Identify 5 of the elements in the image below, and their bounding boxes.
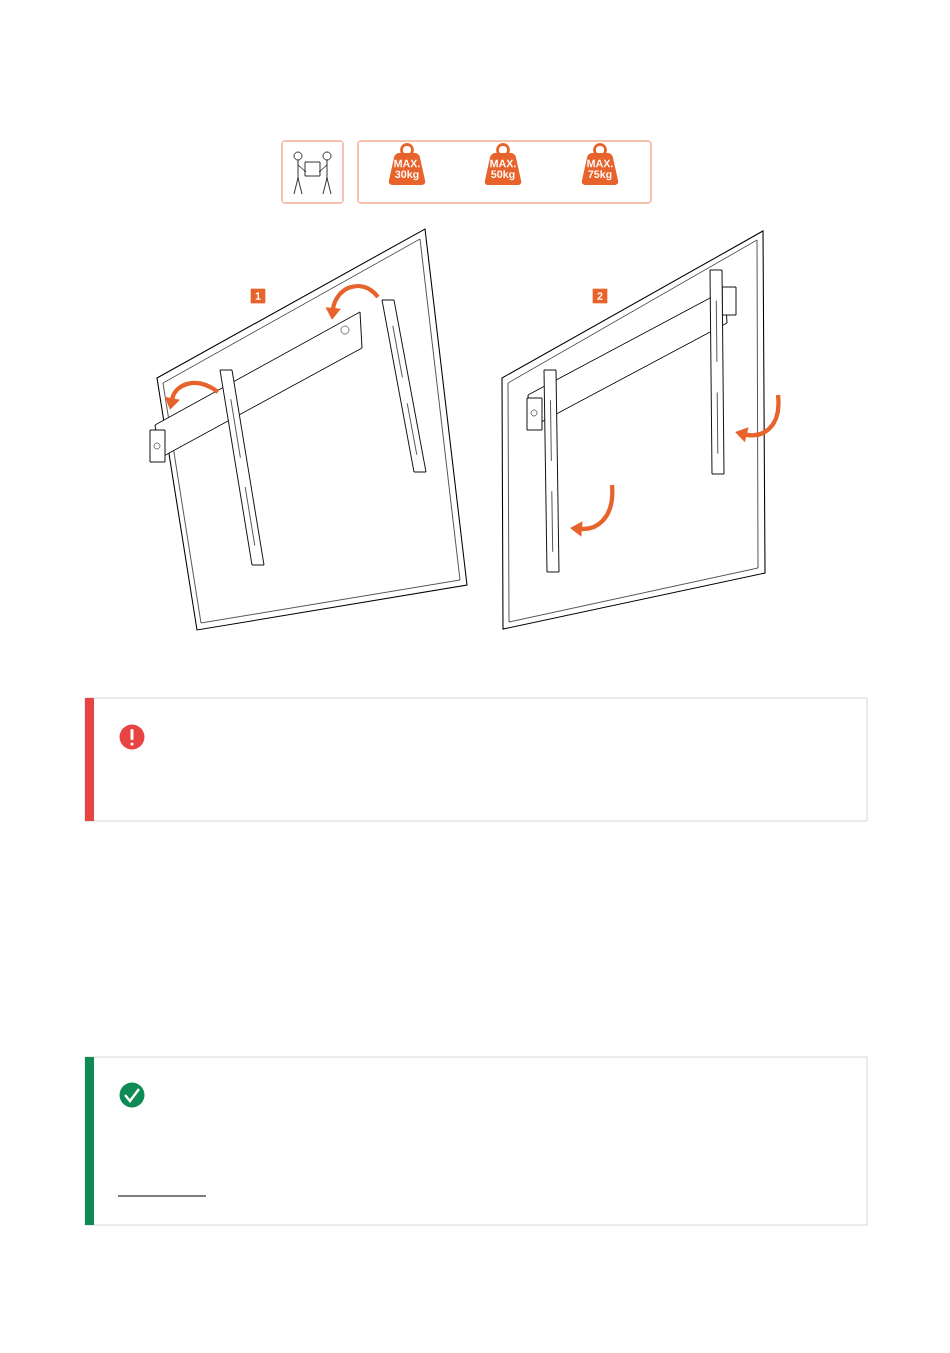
step-number: 2 — [592, 288, 608, 304]
weight-limit-label: MAX. 30kg — [394, 159, 420, 181]
weight-limit-label: MAX. 50kg — [490, 159, 516, 181]
weight-limit-label: MAX. 75kg — [587, 159, 613, 181]
step-number: 1 — [250, 288, 266, 304]
